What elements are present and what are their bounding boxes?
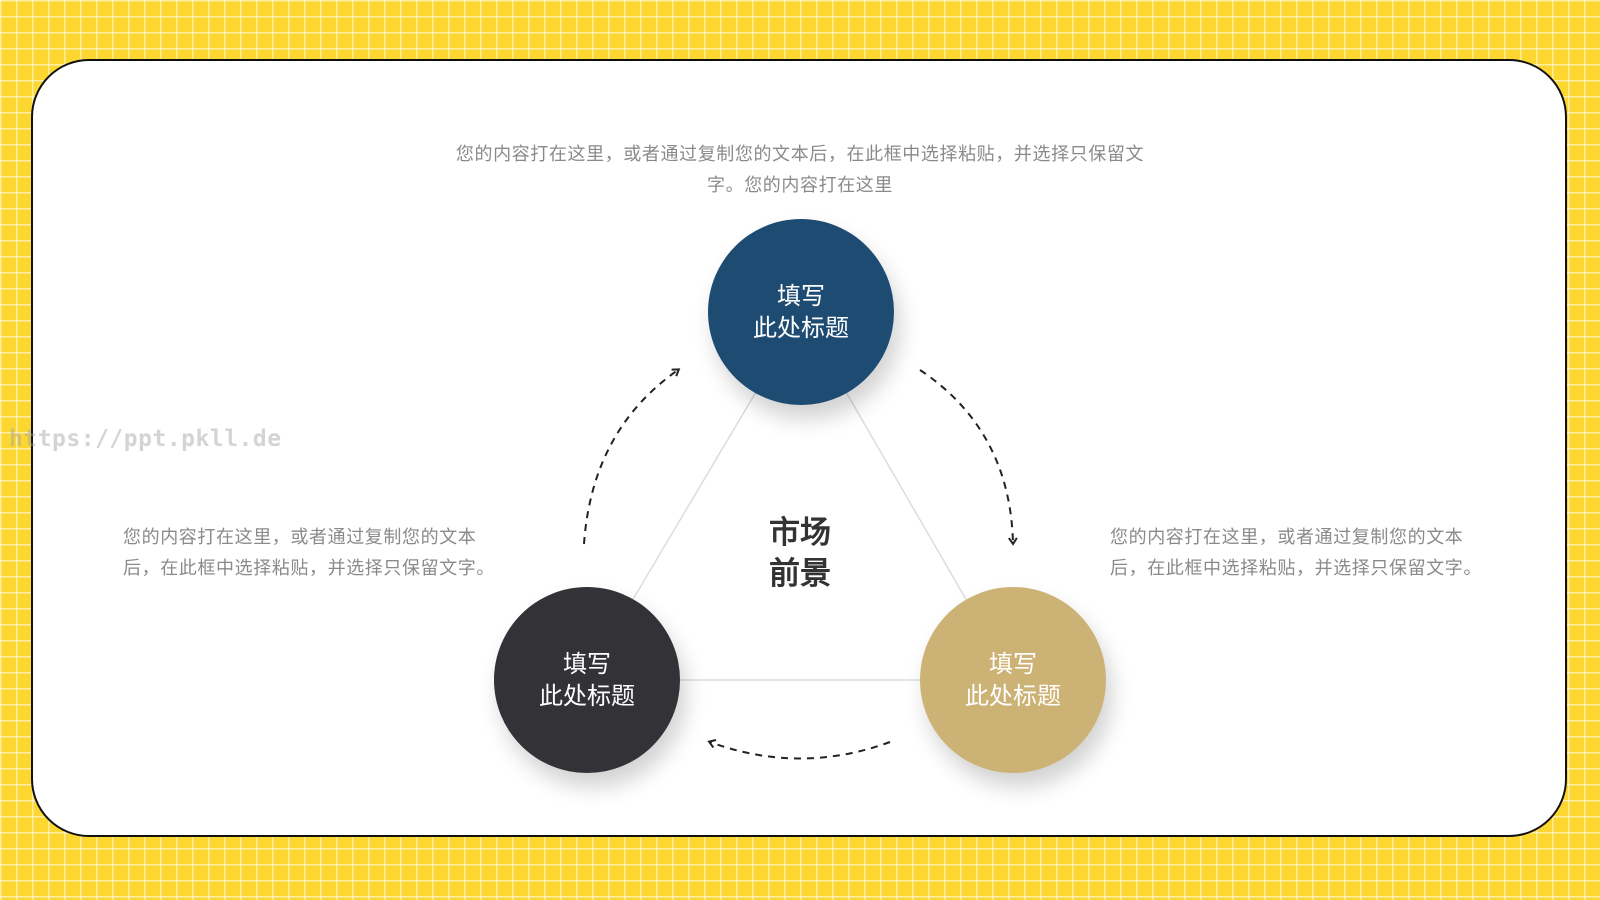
description-top: 您的内容打在这里，或者通过复制您的文本后，在此框中选择粘贴，并选择只保留文字。您…	[455, 144, 1145, 196]
triangle-line-left	[631, 391, 757, 602]
description-right: 您的内容打在这里，或者通过复制您的文本后，在此框中选择粘贴，并选择只保留文字。	[1110, 527, 1482, 579]
arrow-top-to-right	[919, 369, 1018, 546]
center-title-line2: 前景	[769, 556, 831, 592]
node-right-line2: 此处标题	[965, 682, 1061, 710]
node-left-line2: 此处标题	[539, 682, 635, 710]
arrow-right-to-left	[707, 738, 891, 760]
description-left: 您的内容打在这里，或者通过复制您的文本后，在此框中选择粘贴，并选择只保留文字。	[123, 527, 495, 579]
node-top-line2: 此处标题	[753, 314, 849, 342]
node-right-line1: 填写	[989, 650, 1037, 678]
watermark-text: https://ppt.pkll.de	[9, 426, 282, 452]
arrow-left-to-top	[583, 368, 681, 545]
center-title-line1: 市场	[769, 515, 831, 551]
node-top: 填写 此处标题	[708, 219, 894, 405]
node-left-line1: 填写	[563, 650, 611, 678]
node-top-line1: 填写	[777, 282, 825, 310]
node-right: 填写 此处标题	[920, 587, 1106, 773]
node-left: 填写 此处标题	[494, 587, 680, 773]
slide-card	[31, 59, 1567, 837]
triangle-line-right	[845, 391, 968, 602]
center-title: 市场 前景	[700, 513, 900, 595]
